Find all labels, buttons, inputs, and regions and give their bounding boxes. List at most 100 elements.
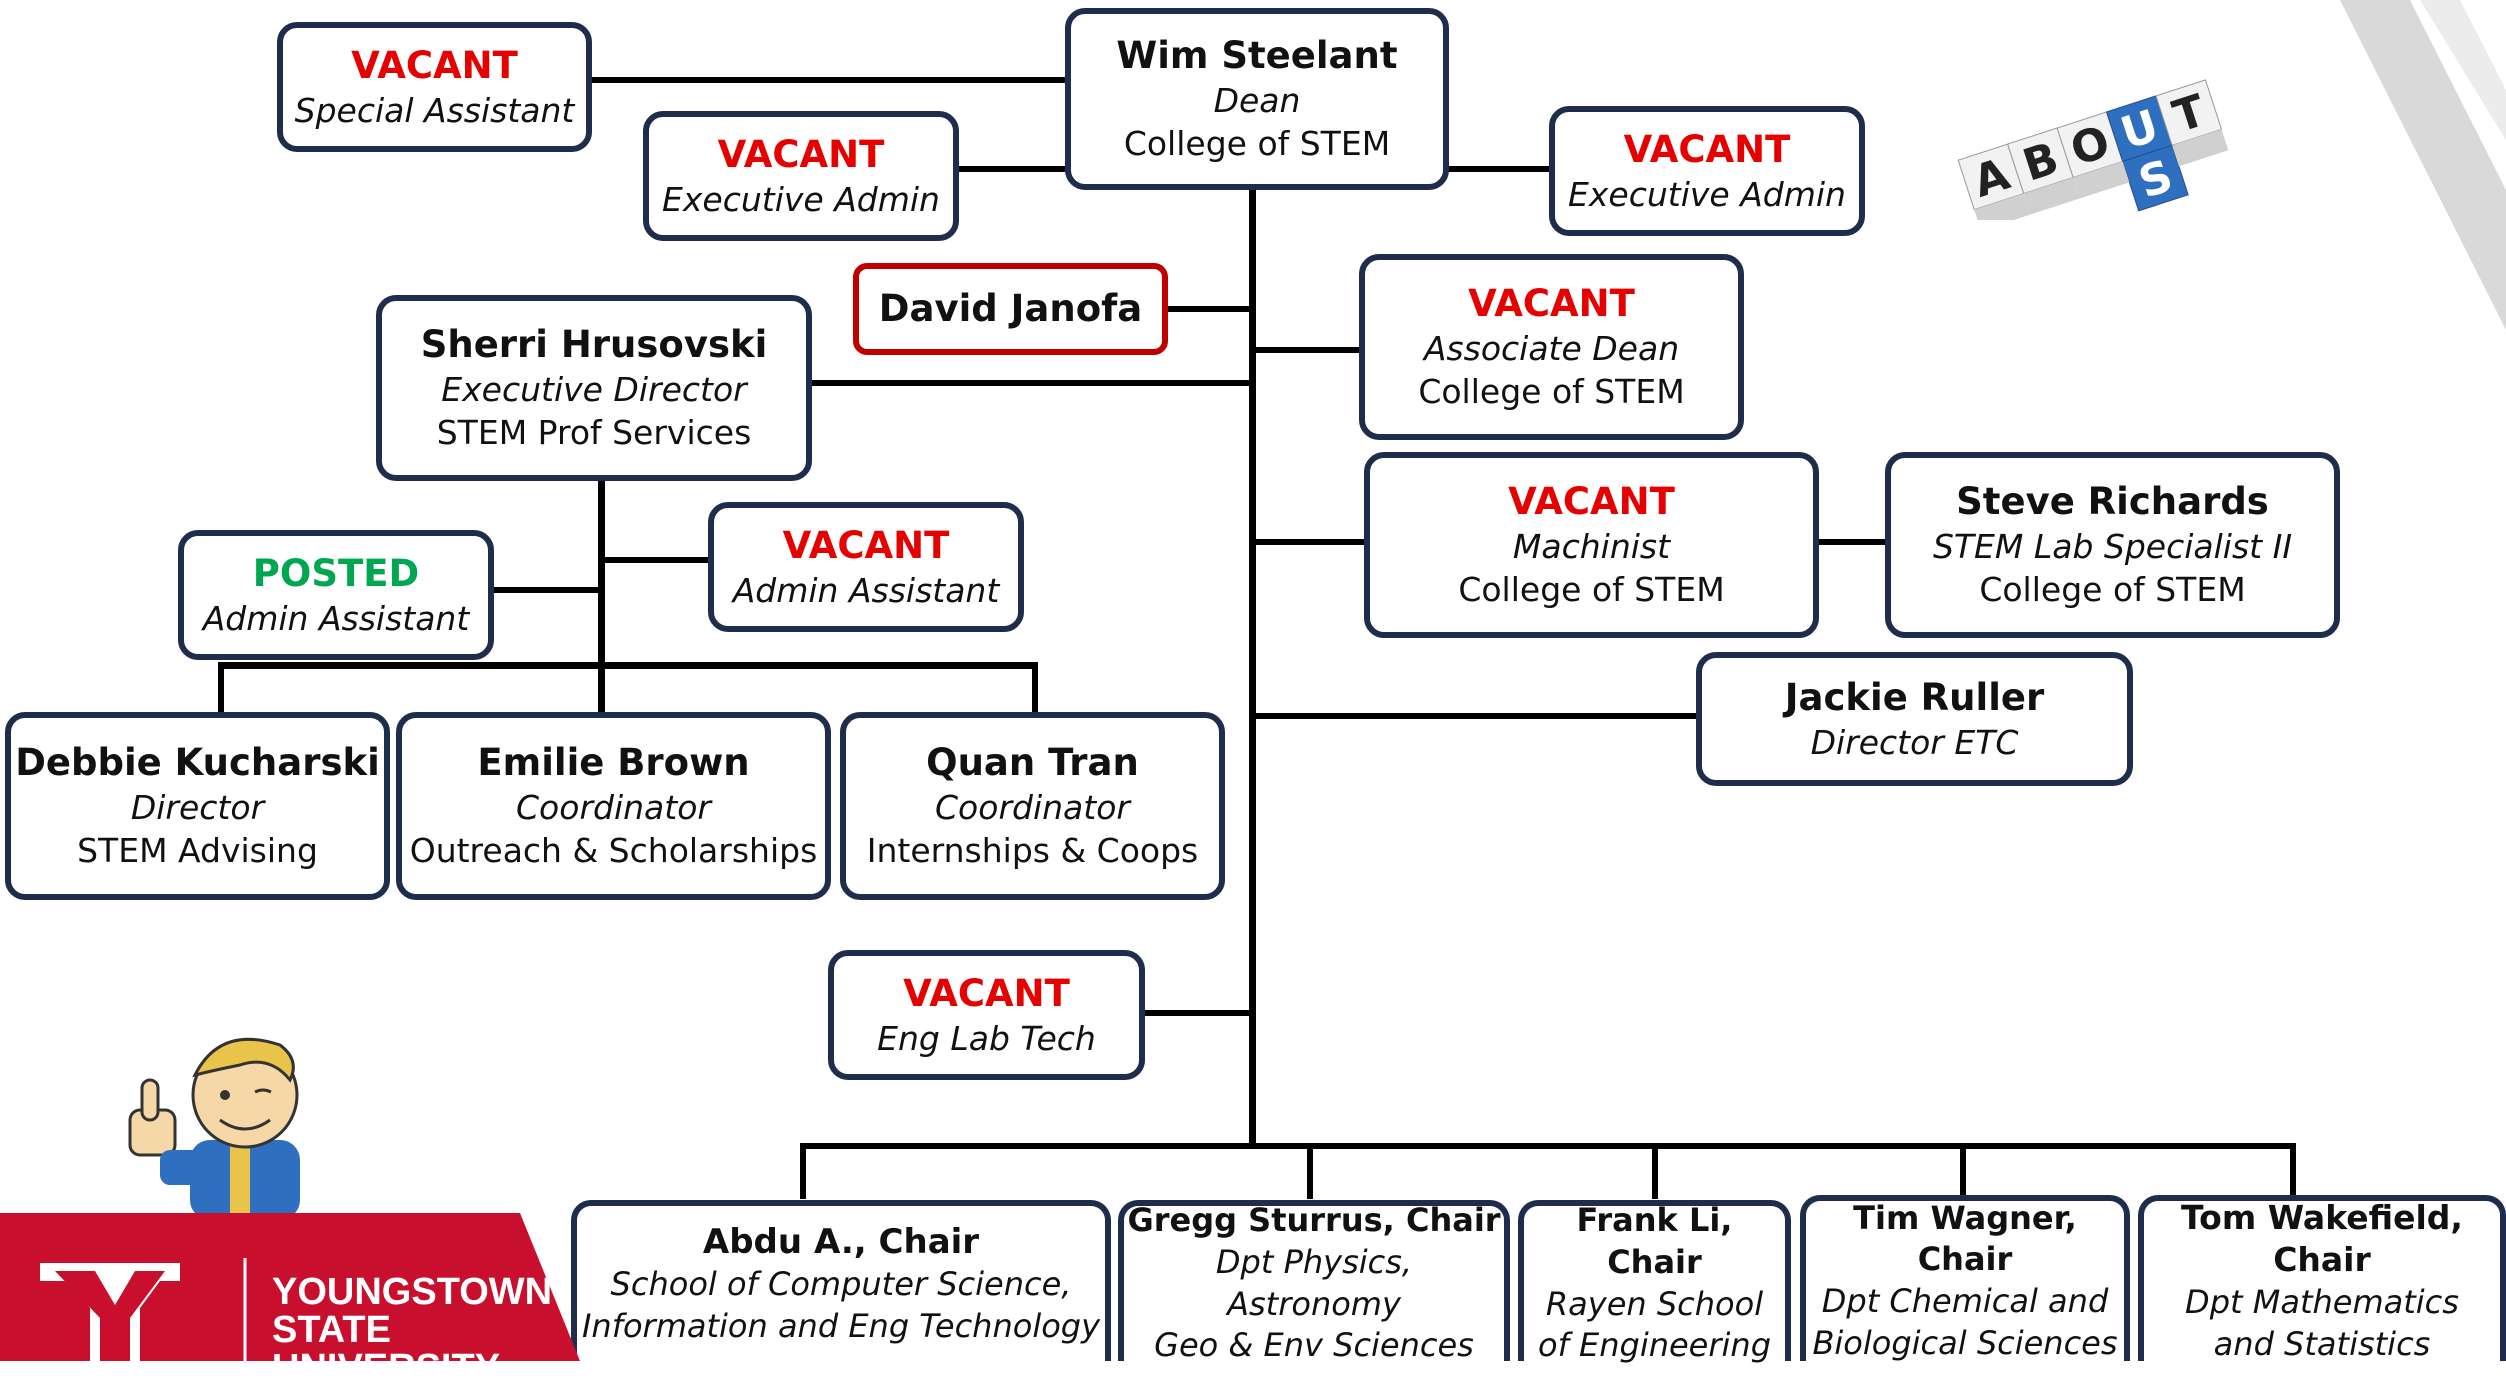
quan-box: Quan Tran Coordinator Internships & Coop…	[840, 712, 1225, 900]
dean-box: Wim Steelant Dean College of STEM	[1065, 8, 1449, 190]
line-special-assistant	[588, 77, 1068, 83]
debbie-name: Debbie Kucharski	[15, 741, 380, 785]
vacant-admin-status: VACANT	[782, 523, 950, 567]
special-assistant-box: VACANT Special Assistant	[277, 22, 592, 152]
chair-dept-line2: Biological Sciences	[1812, 1323, 2118, 1362]
ysu-line1: YOUNGSTOWN	[272, 1271, 553, 1313]
line-eng-lab	[1140, 1010, 1253, 1016]
exec-admin-right-box: VACANT Executive Admin	[1549, 106, 1865, 236]
line-chair-4	[1960, 1143, 1966, 1199]
jackie-name: Jackie Ruller	[1784, 675, 2045, 719]
associate-dean-role: Associate Dean	[1423, 329, 1680, 369]
special-assistant-role: Special Assistant	[294, 90, 575, 130]
quan-dept: Internships & Coops	[866, 831, 1199, 871]
line-quan	[1032, 662, 1038, 714]
sherri-role: Executive Director	[441, 370, 747, 410]
vacant-admin-role: Admin Assistant	[732, 570, 1000, 610]
line-staff-bar	[218, 662, 1038, 669]
debbie-dept: STEM Advising	[77, 831, 318, 871]
line-sherri-trunk	[598, 478, 605, 715]
jackie-role: Director ETC	[1810, 722, 2019, 762]
sherri-dept: STEM Prof Services	[436, 413, 752, 453]
exec-admin-left-status: VACANT	[717, 132, 885, 176]
line-sherri	[808, 380, 1253, 386]
chair-dept-line1: Rayen School	[1545, 1284, 1764, 1323]
steve-box: Steve Richards STEM Lab Specialist II Co…	[1885, 452, 2340, 638]
chair-dept-line1: Dpt Physics, Astronomy	[1215, 1242, 1413, 1323]
dean-name: Wim Steelant	[1116, 34, 1398, 78]
david-box: David Janofa	[853, 263, 1168, 355]
chair-dept-line2: Information and Eng Technology	[581, 1306, 1101, 1345]
eng-lab-status: VACANT	[903, 971, 1070, 1015]
line-vacant-admin	[602, 557, 712, 563]
dean-dept: College of STEM	[1123, 124, 1391, 164]
line-machinist	[1253, 539, 1368, 545]
line-chair-3	[1652, 1143, 1658, 1199]
emilie-name: Emilie Brown	[477, 741, 750, 785]
chair-box: Tim Wagner, Chair Dpt Chemical and Biolo…	[1800, 1195, 2130, 1362]
line-exec-admin-right	[1443, 166, 1553, 172]
chair-dept-line1: Dpt Mathematics	[2185, 1283, 2459, 1322]
emilie-box: Emilie Brown Coordinator Outreach & Scho…	[396, 712, 831, 900]
thumbs-up-mascot-icon	[128, 1037, 300, 1220]
posted-admin-role: Admin Assistant	[202, 598, 470, 638]
machinist-role: Machinist	[1512, 527, 1671, 567]
chair-box: Frank Li, Chair Rayen School of Engineer…	[1518, 1200, 1791, 1364]
eng-lab-role: Eng Lab Tech	[877, 1018, 1096, 1058]
ysu-logo-band	[0, 1213, 580, 1361]
line-jackie	[1253, 713, 1700, 719]
david-name: David Janofa	[878, 286, 1143, 330]
debbie-box: Debbie Kucharski Director STEM Advising	[5, 712, 390, 900]
exec-admin-left-box: VACANT Executive Admin	[643, 111, 959, 241]
line-associate-dean	[1253, 347, 1363, 353]
emilie-role: Coordinator	[516, 788, 711, 828]
line-posted-admin	[490, 587, 602, 593]
line-dean-trunk	[1249, 186, 1256, 1146]
line-exec-admin-left	[955, 166, 1068, 172]
chair-name: Tim Wagner, Chair	[1853, 1198, 2077, 1279]
machinist-box: VACANT Machinist College of STEM	[1364, 452, 1819, 638]
line-david	[1163, 306, 1253, 312]
exec-admin-left-role: Executive Admin	[662, 179, 940, 219]
posted-admin-box: POSTED Admin Assistant	[178, 530, 494, 660]
chair-box: Gregg Sturrus, Chair Dpt Physics, Astron…	[1118, 1200, 1510, 1364]
steve-name: Steve Richards	[1956, 480, 2269, 524]
sherri-box: Sherri Hrusovski Executive Director STEM…	[376, 295, 812, 481]
dean-role: Dean	[1213, 81, 1301, 121]
steve-dept: College of STEM	[1979, 570, 2246, 610]
associate-dean-status: VACANT	[1468, 282, 1635, 326]
chair-dept-line2: Geo & Env Sciences	[1154, 1326, 1474, 1365]
associate-dean-dept: College of STEM	[1418, 372, 1685, 412]
machinist-dept: College of STEM	[1458, 570, 1725, 610]
ysu-line2: STATE	[272, 1309, 391, 1351]
line-chair-1	[800, 1143, 806, 1199]
quan-role: Coordinator	[935, 788, 1130, 828]
chair-dept-line1: School of Computer Science,	[610, 1265, 1072, 1303]
vacant-admin-box: VACANT Admin Assistant	[708, 502, 1024, 632]
ysu-line3: UNIVERSITY	[272, 1347, 501, 1389]
debbie-role: Director	[130, 788, 265, 828]
eng-lab-box: VACANT Eng Lab Tech	[828, 950, 1145, 1080]
chair-name: Tom Wakefield, Chair	[2181, 1197, 2463, 1280]
about-us-cubes-icon: A B O U T S	[1957, 79, 2229, 220]
chair-dept-line1: Dpt Chemical and	[1821, 1282, 2109, 1320]
chair-box: Tom Wakefield, Chair Dpt Mathematics and…	[2138, 1195, 2506, 1363]
line-chairs-bar	[800, 1143, 2296, 1149]
chair-dept-line2: and Statistics	[2213, 1324, 2431, 1363]
jackie-box: Jackie Ruller Director ETC	[1696, 652, 2133, 786]
ysu-y-logo-icon	[40, 1258, 247, 1361]
line-chair-5	[2290, 1143, 2296, 1199]
line-steve	[1815, 539, 1891, 545]
special-assistant-status: VACANT	[351, 43, 518, 87]
line-debbie	[218, 662, 224, 714]
sherri-name: Sherri Hrusovski	[420, 323, 768, 367]
exec-admin-right-role: Executive Admin	[1568, 174, 1846, 214]
chair-name: Abdu A., Chair	[702, 1221, 980, 1262]
emilie-dept: Outreach & Scholarships	[409, 831, 818, 871]
steve-role: STEM Lab Specialist II	[1932, 527, 2293, 567]
machinist-status: VACANT	[1508, 480, 1675, 524]
chair-dept-line2: of Engineering	[1537, 1326, 1771, 1365]
chair-box: Abdu A., Chair School of Computer Scienc…	[571, 1200, 1111, 1361]
exec-admin-right-status: VACANT	[1623, 127, 1791, 171]
chair-name: Gregg Sturrus, Chair	[1127, 1201, 1501, 1240]
